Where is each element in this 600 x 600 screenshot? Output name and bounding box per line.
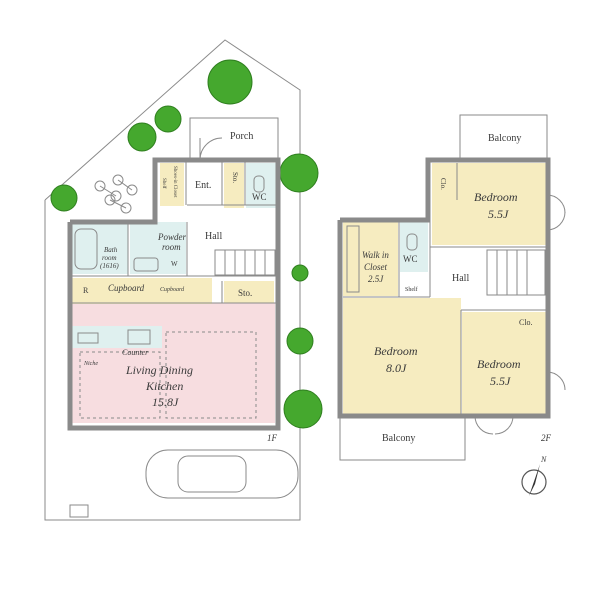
sto-small-label: Sto. bbox=[231, 172, 239, 183]
walkin-label-1: Walk in bbox=[362, 250, 389, 260]
tree-icon bbox=[286, 327, 314, 355]
shelf-label-2f: Shelf bbox=[405, 286, 418, 293]
ldk-floor bbox=[72, 303, 275, 423]
shoe-closet-label: Shoes-in Closet bbox=[172, 166, 177, 198]
tree-icon bbox=[154, 105, 182, 133]
trees bbox=[50, 59, 323, 429]
front-door bbox=[199, 137, 223, 161]
ldk-label-2: Kitchen bbox=[145, 379, 183, 393]
bath-label-2: room bbox=[102, 254, 117, 262]
floor2-label: 2F bbox=[541, 433, 552, 443]
washer-label: W bbox=[171, 260, 178, 268]
tree-icon bbox=[127, 122, 157, 152]
walkin-fill bbox=[343, 222, 398, 296]
wc-label-1f: WC bbox=[252, 192, 267, 202]
compass-north-label: N bbox=[540, 455, 547, 464]
tree-icon bbox=[283, 389, 323, 429]
closet-se-label: Clo. bbox=[519, 318, 533, 327]
cupboard-side-label: Cupboard bbox=[160, 287, 185, 293]
balcony-top-label: Balcony bbox=[488, 133, 521, 144]
walkin-label-3: 2.5J bbox=[368, 274, 384, 284]
powder-label-2: room bbox=[162, 242, 181, 252]
porch-label: Porch bbox=[230, 131, 253, 142]
counter-label: Counter bbox=[122, 348, 149, 357]
porch-outline bbox=[189, 117, 279, 161]
wc-label-2f: WC bbox=[403, 254, 418, 264]
entrance-label: Ent. bbox=[195, 180, 211, 191]
bedroom-w-fill bbox=[343, 298, 461, 414]
ldk-label-1: Living Dining bbox=[125, 363, 193, 377]
tree-icon bbox=[279, 153, 319, 193]
ldk-label-3: 15.8J bbox=[152, 395, 179, 409]
bath-label-1: Bath bbox=[104, 246, 118, 254]
site-boundary bbox=[44, 39, 301, 521]
balcony-top-fill bbox=[462, 117, 545, 158]
bedroom-se-fill bbox=[462, 312, 547, 414]
tree-icon bbox=[207, 59, 253, 105]
counter-fill bbox=[72, 326, 162, 348]
closet-ne-label: Clo. bbox=[439, 178, 447, 190]
walkin-label-2: Closet bbox=[364, 262, 388, 272]
sto1-fill bbox=[224, 163, 244, 208]
kitchen-strip bbox=[72, 278, 212, 304]
shelf-label-1f: Shelf bbox=[161, 178, 166, 189]
powder-label-1: Powder bbox=[157, 232, 186, 242]
tree-icon bbox=[50, 184, 78, 212]
fridge-label: R bbox=[83, 286, 89, 295]
bedroom-ne-label-1: Bedroom bbox=[474, 190, 518, 204]
shoe-closet-fill bbox=[160, 163, 184, 206]
bicycle-icon bbox=[94, 174, 138, 214]
cupboard-main-label: Cupboard bbox=[108, 283, 145, 293]
niche-label: Niche bbox=[83, 361, 98, 367]
car-icon bbox=[145, 449, 299, 499]
balcony-bottom-label: Balcony bbox=[382, 433, 415, 444]
bedroom-w-label-2: 8.0J bbox=[386, 361, 407, 375]
hall-label-1f: Hall bbox=[205, 231, 222, 242]
wc2-fill bbox=[400, 222, 428, 272]
storage-label: Sto. bbox=[238, 288, 252, 298]
tree-icon bbox=[291, 264, 309, 282]
balcony-bottom-outline bbox=[339, 415, 466, 461]
bedroom-ne-label-2: 5.5J bbox=[488, 207, 509, 221]
bedroom-se-label-2: 5.5J bbox=[490, 374, 511, 388]
bedroom-se-label-1: Bedroom bbox=[477, 357, 521, 371]
hall-label-2f: Hall bbox=[452, 273, 469, 284]
bedroom-ne-fill bbox=[432, 163, 546, 245]
water-meter bbox=[69, 504, 89, 518]
wc1-floor bbox=[246, 163, 276, 208]
floor1-label: 1F bbox=[267, 433, 278, 443]
bath-label-3: (1616) bbox=[100, 262, 119, 270]
compass-icon: N bbox=[521, 455, 547, 496]
bath-floor bbox=[72, 222, 128, 274]
bedroom-w-label-1: Bedroom bbox=[374, 344, 418, 358]
sto2-fill bbox=[224, 281, 274, 303]
